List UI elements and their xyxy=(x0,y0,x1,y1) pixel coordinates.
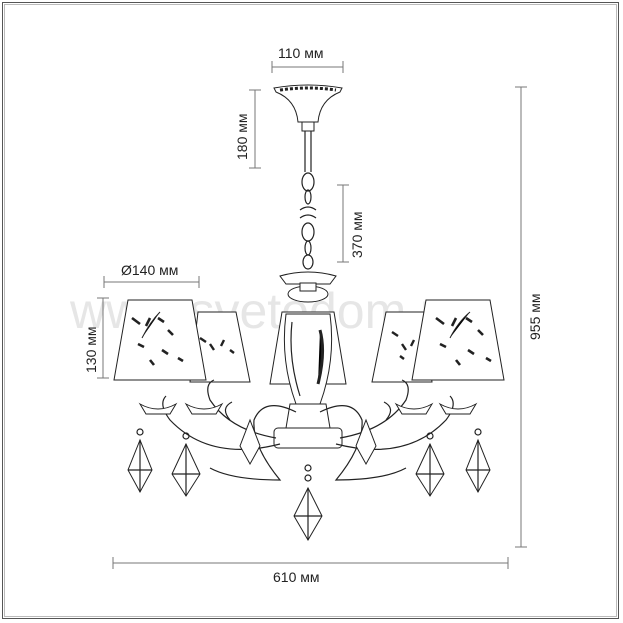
dimension-canopy-height: 180 мм xyxy=(234,89,261,169)
inner-frame xyxy=(4,4,617,617)
lamp-shade-left xyxy=(113,299,207,381)
crystal-pendants xyxy=(127,418,491,541)
dimension-chain-length: 370 мм xyxy=(337,184,365,263)
total-width-label: 610 мм xyxy=(273,569,320,585)
dimension-total-width: 610 мм xyxy=(112,557,509,585)
chandelier xyxy=(113,84,505,541)
chain xyxy=(299,172,317,270)
central-body xyxy=(273,313,343,449)
canopy xyxy=(273,84,343,172)
dimension-canopy-width: 110 мм xyxy=(271,45,344,73)
candle-cups xyxy=(138,402,478,415)
body-cap xyxy=(279,271,337,285)
chain-length-label: 370 мм xyxy=(349,212,365,259)
shade-height-label: 130 мм xyxy=(83,327,99,374)
canopy-width-label: 110 мм xyxy=(278,45,323,61)
dimension-shade-height: 130 мм xyxy=(83,297,109,379)
dimension-shade-diameter: Ø140 мм xyxy=(103,262,200,288)
total-height-label: 955 мм xyxy=(527,294,543,341)
canopy-height-label: 180 мм xyxy=(234,114,250,161)
shade-diameter-label: Ø140 мм xyxy=(121,262,178,278)
lamp-shade-right xyxy=(411,299,505,381)
dimension-total-height: 955 мм xyxy=(515,86,543,548)
